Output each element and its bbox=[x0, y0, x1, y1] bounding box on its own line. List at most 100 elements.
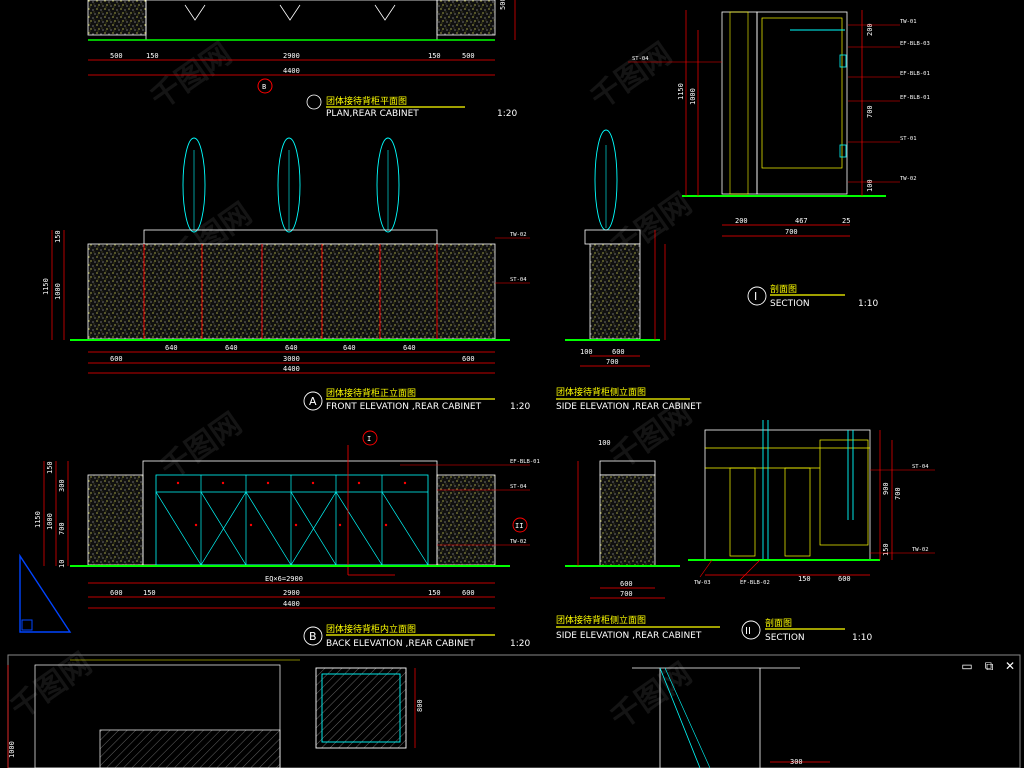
dim-label: 600 bbox=[110, 589, 123, 597]
section-1[interactable]: 200 467 25 700 1150 1000 700 200 100 TW-… bbox=[628, 10, 930, 309]
material-tag: ST-04 bbox=[912, 464, 929, 470]
dim-label: 500 bbox=[462, 52, 475, 60]
section-marker: B bbox=[262, 83, 266, 91]
side2-title-en: SIDE ELEVATION ,REAR CABINET bbox=[556, 631, 702, 641]
section2-scale: 1:10 bbox=[852, 633, 872, 643]
dim-label: 150 bbox=[798, 575, 811, 583]
dim-label: 10 bbox=[58, 560, 66, 568]
dim-label: 700 bbox=[894, 487, 902, 500]
dim-label: 1000 bbox=[46, 513, 54, 530]
dim-label: 640 bbox=[225, 344, 238, 352]
front-title-cn: 团体接待背柜正立面图 bbox=[326, 387, 416, 399]
material-tag: ST-04 bbox=[510, 484, 527, 490]
material-tag: ST-04 bbox=[632, 56, 649, 62]
dim-label: 467 bbox=[795, 217, 808, 225]
dim-label: 600 bbox=[838, 575, 851, 583]
dim-label: 640 bbox=[285, 344, 298, 352]
dim-label: 100 bbox=[866, 179, 874, 192]
dim-label: 600 bbox=[462, 355, 475, 363]
plan-view[interactable]: 500 150 2900 150 500 4400 500 B 团体接待背柜平面… bbox=[87, 0, 517, 119]
dim-label: 200 bbox=[735, 217, 748, 225]
side2-title-cn: 团体接待背柜侧立面图 bbox=[556, 614, 646, 626]
dim-label: 300 bbox=[790, 758, 803, 766]
dim-label: 2900 bbox=[283, 52, 300, 60]
watermark: 千图网 bbox=[145, 36, 239, 116]
section-marker: II bbox=[515, 522, 523, 530]
dim-label: 150 bbox=[882, 543, 890, 556]
dim-label: 4400 bbox=[283, 365, 300, 373]
dim-label: 3000 bbox=[283, 355, 300, 363]
section1-marker: I bbox=[754, 290, 757, 303]
dim-label: 600 bbox=[462, 589, 475, 597]
dim-label: 500 bbox=[110, 52, 123, 60]
material-tag: TW-01 bbox=[900, 19, 917, 25]
dim-label: 700 bbox=[785, 228, 798, 236]
watermark: 千图网 bbox=[585, 36, 679, 116]
dim-label: 800 bbox=[416, 699, 424, 712]
side-title-en: SIDE ELEVATION ,REAR CABINET bbox=[556, 402, 702, 412]
plan-scale: 1:20 bbox=[497, 109, 517, 119]
minimize-button[interactable]: ▭ bbox=[961, 659, 973, 673]
dim-label: 640 bbox=[403, 344, 416, 352]
section-2[interactable]: 150 600 900 700 150 ST-04 TW-02 TW-03 EF… bbox=[688, 420, 935, 643]
side-elevation[interactable]: 100 600 700 团体接待背柜侧立面图 SIDE ELEVATION ,R… bbox=[556, 129, 702, 412]
section1-title-en: SECTION bbox=[770, 299, 810, 309]
material-tag: TW-02 bbox=[510, 539, 527, 545]
dim-label: 700 bbox=[620, 590, 633, 598]
back-elevation[interactable]: I II EQ×6=2900 600 150 2900 150 600 4400… bbox=[34, 430, 540, 649]
material-tag: TW-02 bbox=[912, 547, 929, 553]
material-tag: TW-02 bbox=[900, 176, 917, 182]
back-marker: B bbox=[309, 630, 317, 643]
material-tag: TW-03 bbox=[694, 580, 711, 586]
dim-label: 1000 bbox=[689, 88, 697, 105]
dim-label: 100 bbox=[598, 439, 611, 447]
dim-label: 4400 bbox=[283, 67, 300, 75]
dim-label: 700 bbox=[606, 358, 619, 366]
dim-label: 900 bbox=[882, 482, 890, 495]
section-marker: I bbox=[367, 435, 371, 443]
front-marker: A bbox=[309, 395, 317, 408]
material-tag: TW-02 bbox=[510, 232, 527, 238]
material-tag: EF-BLB-02 bbox=[740, 580, 770, 586]
dim-label: EQ×6=2900 bbox=[265, 575, 303, 583]
dim-label: 150 bbox=[54, 230, 62, 243]
material-tag: EF-BLB-01 bbox=[510, 459, 540, 465]
dim-label: 4400 bbox=[283, 600, 300, 608]
close-button[interactable]: ✕ bbox=[1004, 659, 1016, 673]
dim-label: 1000 bbox=[54, 283, 62, 300]
restore-button[interactable]: ⧉ bbox=[984, 659, 994, 673]
material-tag: EF-BLB-01 bbox=[900, 95, 930, 101]
material-tag: ST-04 bbox=[510, 277, 527, 283]
dim-label: 150 bbox=[428, 52, 441, 60]
section1-scale: 1:10 bbox=[858, 299, 878, 309]
watermark: 千图网 bbox=[155, 406, 249, 486]
svg-text:500: 500 bbox=[499, 0, 507, 10]
dim-label: 1150 bbox=[34, 511, 42, 528]
section2-title-cn: 剖面图 bbox=[765, 617, 792, 629]
material-tag: EF-BLB-01 bbox=[900, 71, 930, 77]
north-arrow-icon bbox=[19, 553, 72, 633]
plan-title-cn: 团体接待背柜平面图 bbox=[326, 95, 407, 107]
dim-label: 640 bbox=[165, 344, 178, 352]
material-tag: EF-BLB-03 bbox=[900, 41, 930, 47]
back-scale: 1:20 bbox=[510, 639, 530, 649]
section1-title-cn: 剖面图 bbox=[770, 283, 797, 295]
dim-label: 150 bbox=[428, 589, 441, 597]
dim-label: 600 bbox=[620, 580, 633, 588]
dim-label: 700 bbox=[866, 105, 874, 118]
dim-label: 640 bbox=[343, 344, 356, 352]
dim-label: 700 bbox=[58, 522, 66, 535]
front-elevation[interactable]: 600 640 640 640 640 640 600 3000 4400 15… bbox=[42, 137, 530, 412]
section2-marker: II bbox=[745, 626, 751, 637]
dim-label: 150 bbox=[146, 52, 159, 60]
section2-title-en: SECTION bbox=[765, 633, 805, 643]
bottom-viewport[interactable]: 1000 800 300 bbox=[7, 654, 1021, 768]
dim-label: 150 bbox=[46, 461, 54, 474]
dim-label: 1150 bbox=[677, 83, 685, 100]
dim-label: 100 bbox=[580, 348, 593, 356]
dim-label: 600 bbox=[612, 348, 625, 356]
side-elevation-2[interactable]: 600 700 100 团体接待背柜侧立面图 SIDE ELEVATION ,R… bbox=[556, 439, 720, 641]
dim-label: 300 bbox=[58, 479, 66, 492]
material-tag: ST-01 bbox=[900, 136, 917, 142]
